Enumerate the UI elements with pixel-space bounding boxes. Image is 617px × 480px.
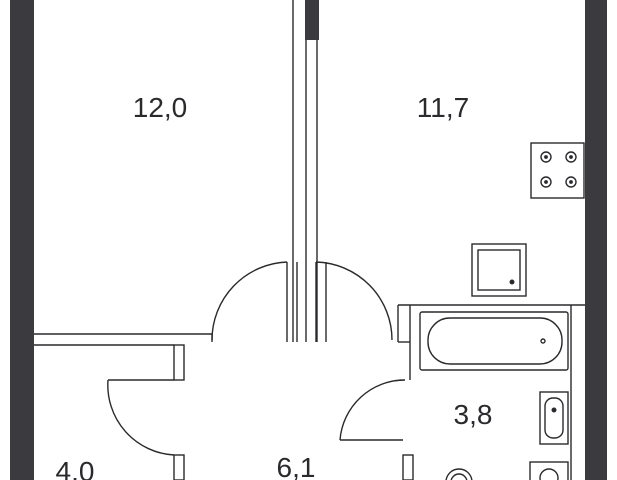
sink-icon (471, 243, 527, 297)
outer-wall-left (10, 0, 34, 480)
room-area-hallway: 6,1 (277, 452, 316, 480)
room-area-storage: 4,0 (56, 456, 95, 480)
room-area-left: 12,0 (133, 92, 188, 123)
washbasin-icon (539, 391, 569, 445)
room-area-bathroom: 3,8 (454, 399, 493, 430)
partition-wall-top (305, 0, 319, 40)
walls (10, 0, 607, 480)
washing-machine-icon (529, 461, 569, 480)
toilet-icon (445, 468, 473, 480)
bathtub-icon (419, 311, 569, 371)
room-area-kitchen: 11,7 (417, 92, 469, 123)
outer-wall-right (585, 0, 607, 480)
partitions (34, 0, 585, 480)
doors (107, 261, 406, 456)
stove-icon (530, 142, 585, 199)
